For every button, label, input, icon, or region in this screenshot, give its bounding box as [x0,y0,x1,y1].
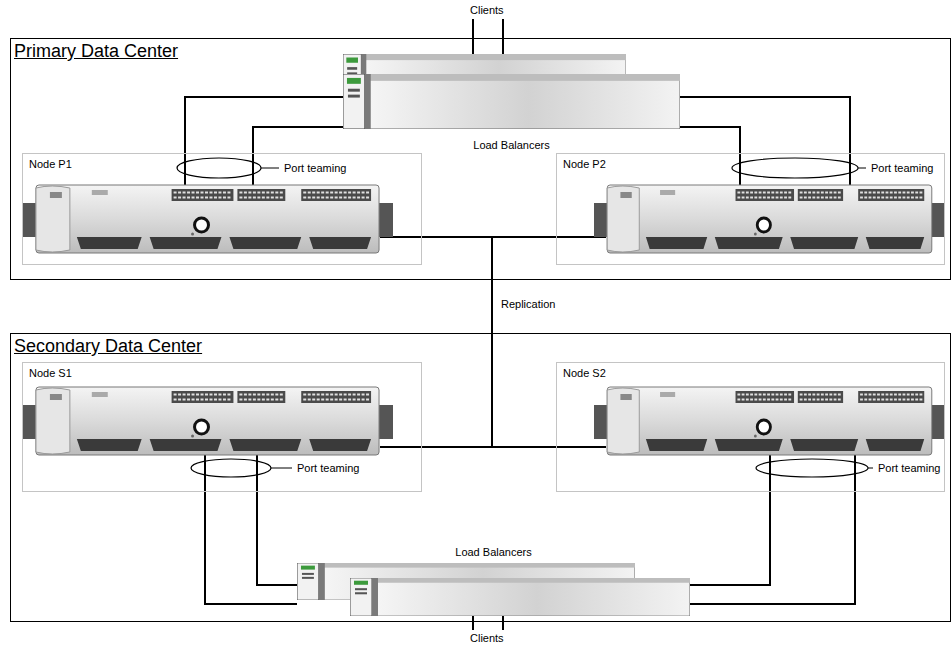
region-title: Primary Data Center [14,40,178,62]
network-link [492,237,556,447]
teaming-ellipse [756,459,868,477]
node-label: Node S1 [29,367,72,380]
rack-server [594,185,945,253]
node-label: Node P1 [29,158,72,171]
rack-server [22,387,393,455]
callout-label: Port teaming [870,162,934,175]
callout-label: Port teaming [877,462,941,475]
rack-server [594,387,945,455]
node-label: Node S2 [563,367,606,380]
load-balancer-pair: Load Balancers [343,50,680,152]
device-label: Load Balancers [297,546,690,559]
network-link [690,492,855,604]
server-node-box: Node P1 [22,153,422,265]
load-balancer-device [350,578,690,616]
link-label: Replication [500,298,556,311]
teaming-ellipse [732,158,858,178]
leader-line [261,168,873,468]
teaming-ellipse [191,459,271,477]
region-title: Secondary Data Center [14,335,202,357]
data-center-region: Secondary Data CenterNode S1 Node S2 Load … [10,333,951,622]
replication-stub [380,237,606,447]
load-balancer-pair: Load Balancers [297,546,690,618]
device-label: Load Balancers [343,139,680,152]
callout-label: Port teaming [283,162,347,175]
network-link [680,97,850,153]
network-link [185,97,343,153]
callout-label: Port teaming [296,462,360,475]
clients-label: Clients [469,632,505,645]
network-link [422,237,492,447]
rack-server [22,185,393,253]
network-link [205,492,297,604]
clients-label: Clients [469,4,505,17]
load-balancer-device [343,74,680,129]
data-center-region: Primary Data CenterLoad BalancersNode P1… [10,38,951,280]
node-label: Node P2 [563,158,606,171]
server-node-box: Node S1 [22,362,422,492]
teaming-ellipse [177,158,261,178]
